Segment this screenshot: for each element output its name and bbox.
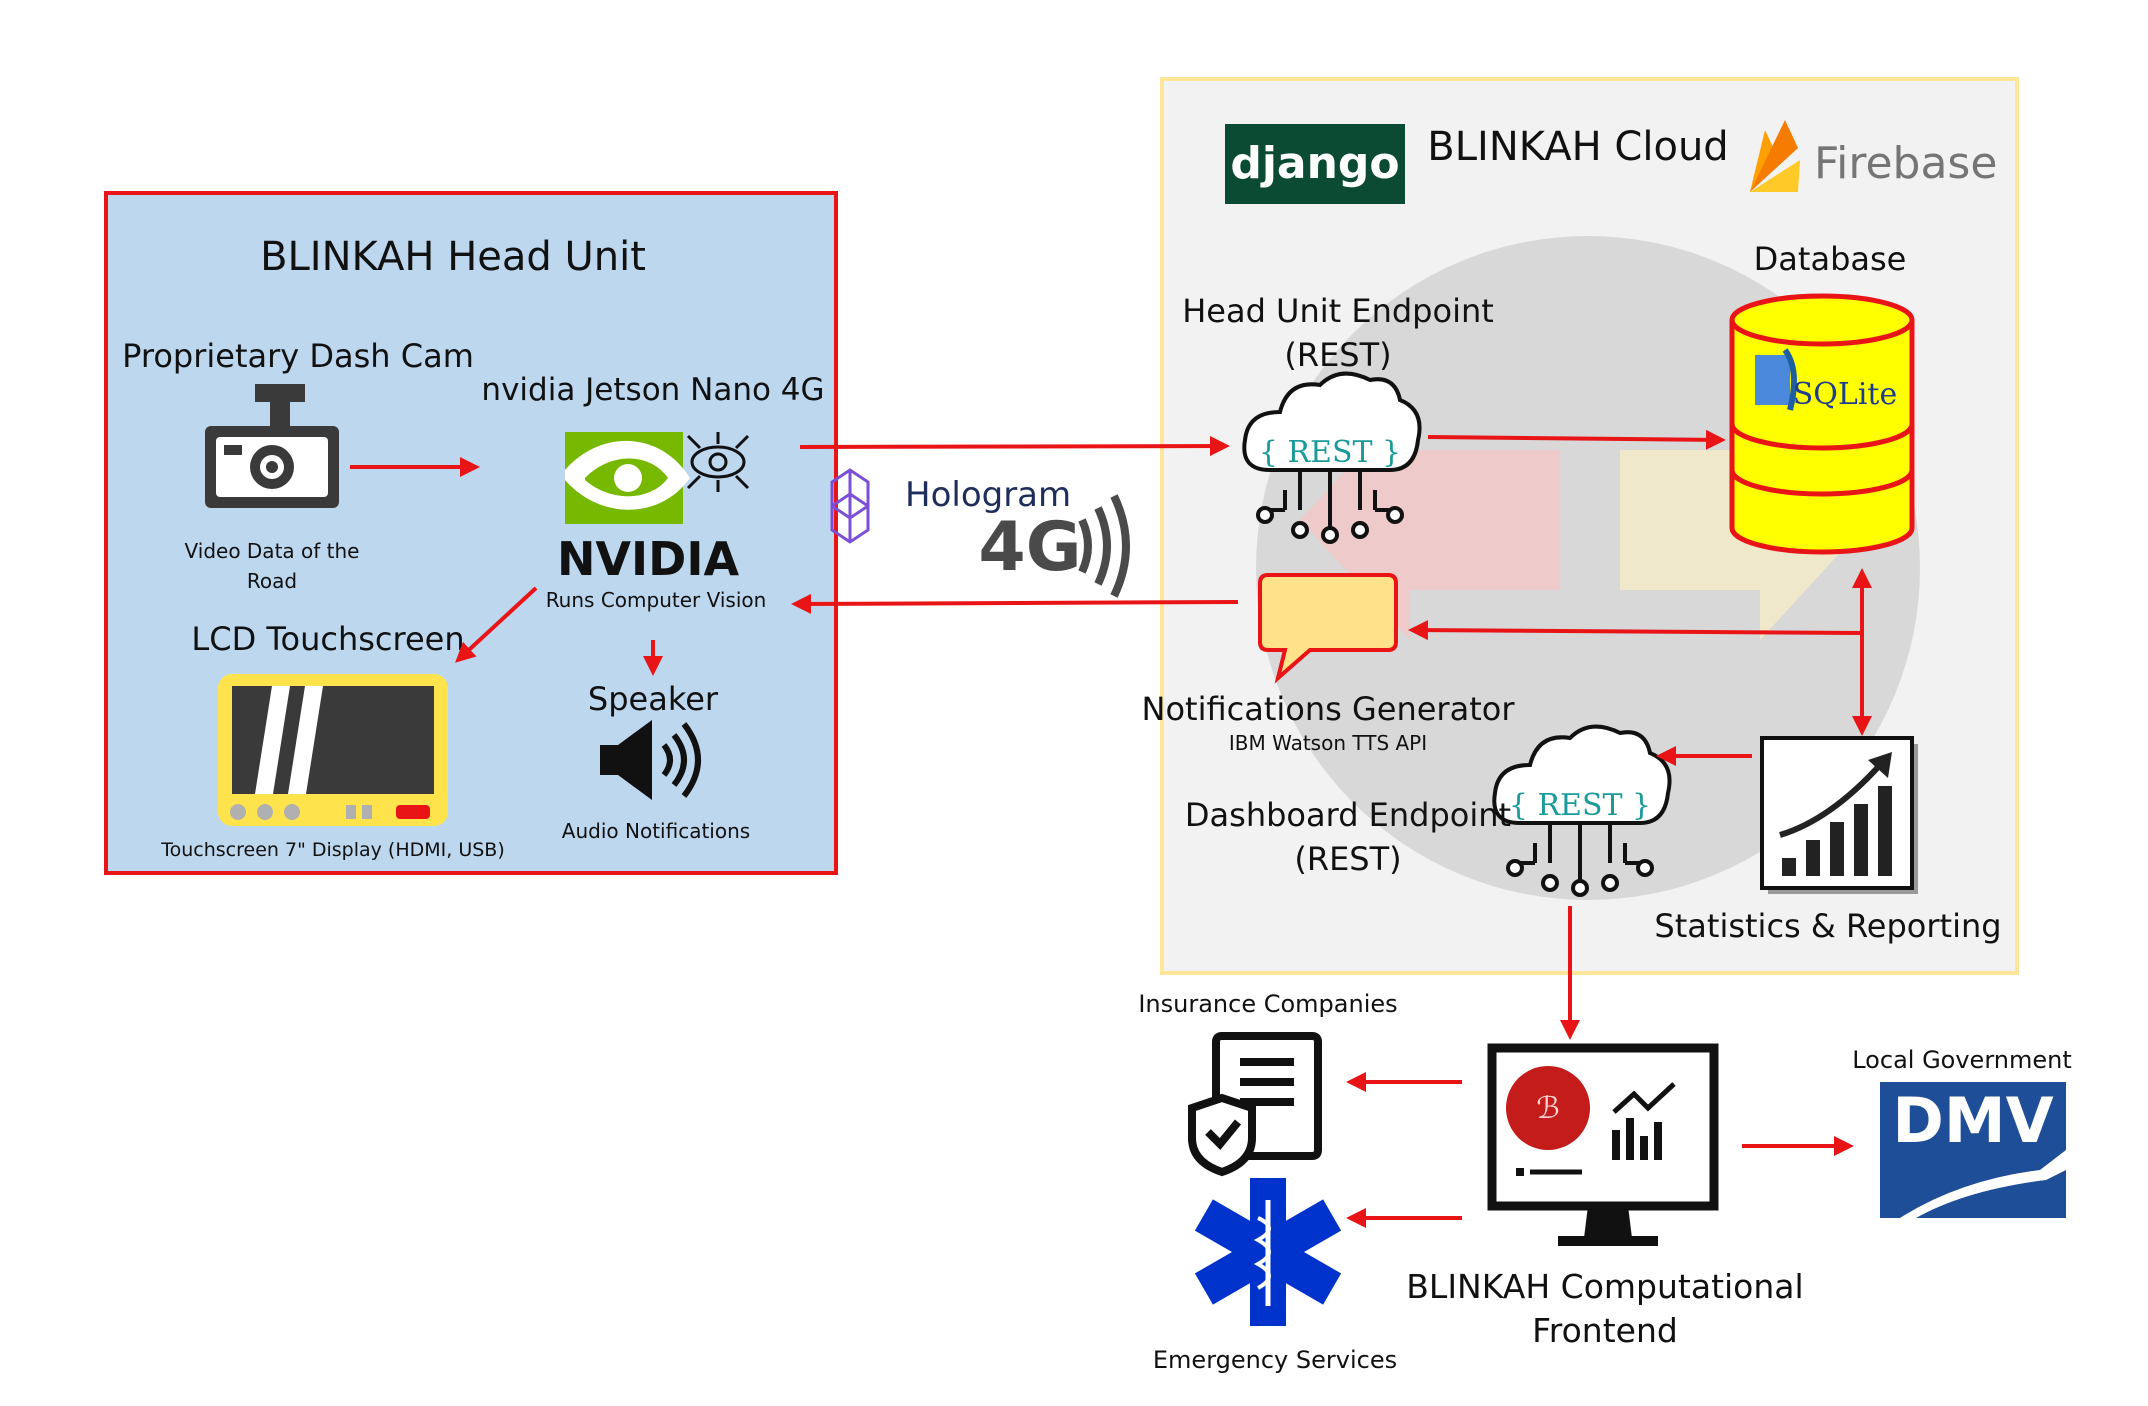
speaker-label: Speaker [588,680,719,718]
arrow-db-to-notifications [1408,620,1863,641]
government-label: Local Government [1852,1046,2072,1074]
frontend-label-line1: BLINKAH Computational [1406,1267,1803,1306]
head-unit-title: BLINKAH Head Unit [260,234,646,280]
fourg-label: 4G [978,508,1081,587]
dashboard-endpoint-label: Dashboard Endpoint [1185,796,1511,834]
arrow-notifications-to-jetson [791,593,1239,614]
svg-text:ℬ: ℬ [1536,1091,1560,1126]
arrow-rest-to-db [1427,429,1726,450]
dmv-logo: DMV [1892,1084,2053,1157]
hologram-logo-icon [830,468,870,544]
speaker-icon [600,720,701,800]
lcd-display-icon [218,674,448,826]
speaker-caption: Audio Notifications [562,819,750,843]
lcd-caption: Touchscreen 7" Display (HDMI, USB) [160,839,505,861]
sqlite-logo: SQLite [1793,377,1897,412]
stats-label: Statistics & Reporting [1654,907,2001,945]
nvidia-eye-icon [565,432,750,524]
django-logo-text: django [1230,138,1399,189]
notifications-caption: IBM Watson TTS API [1229,731,1427,755]
notifications-label: Notifications Generator [1142,690,1516,728]
head-unit-endpoint-rest: (REST) [1284,336,1391,374]
dashboard-rest-badge: { REST } [1509,788,1651,823]
emergency-label: Emergency Services [1153,1346,1397,1374]
video-caption-line1: Video Data of the [185,539,360,563]
arrow-jetson-to-cloud [799,436,1230,457]
cloud-rest-icon [1242,371,1422,544]
camera-icon [205,384,339,508]
star-of-life-icon [1194,1178,1342,1326]
dmv-logo-icon [1880,1082,2066,1218]
head-unit-endpoint-label: Head Unit Endpoint [1182,292,1494,330]
computer-vision-caption: Runs Computer Vision [546,588,767,612]
monitor-dashboard-icon: ℬ [1487,1043,1719,1246]
signal-waves-icon [1078,494,1130,598]
stats-chart-icon [1760,736,1918,894]
nvidia-wordmark: NVIDIA [557,532,740,586]
arrow-jetson-to-lcd [455,586,538,663]
firebase-logo: Firebase [1814,138,1997,189]
hologram-label: Hologram [905,475,1071,515]
sqlite-logo-icon [1755,348,1797,411]
head-unit-rest-badge: { REST } [1259,435,1401,470]
lcd-label: LCD Touchscreen [191,620,464,658]
video-caption-line2: Road [247,569,297,593]
dash-cam-label: Proprietary Dash Cam [122,337,474,375]
cloud-rest-icon [1492,724,1672,897]
chat-bubble-icon [1258,573,1398,684]
insurance-label: Insurance Companies [1138,990,1397,1018]
frontend-label-line2: Frontend [1532,1311,1678,1350]
database-cylinder-icon [1729,293,1915,555]
insurance-shield-icon [1188,1032,1322,1177]
jetson-label: nvidia Jetson Nano 4G [481,372,824,408]
cloud-title: BLINKAH Cloud [1427,124,1728,170]
database-label: Database [1754,240,1907,278]
django-logo [1225,124,1405,204]
firebase-flame-icon [1750,120,1800,192]
dashboard-endpoint-rest: (REST) [1294,840,1401,878]
